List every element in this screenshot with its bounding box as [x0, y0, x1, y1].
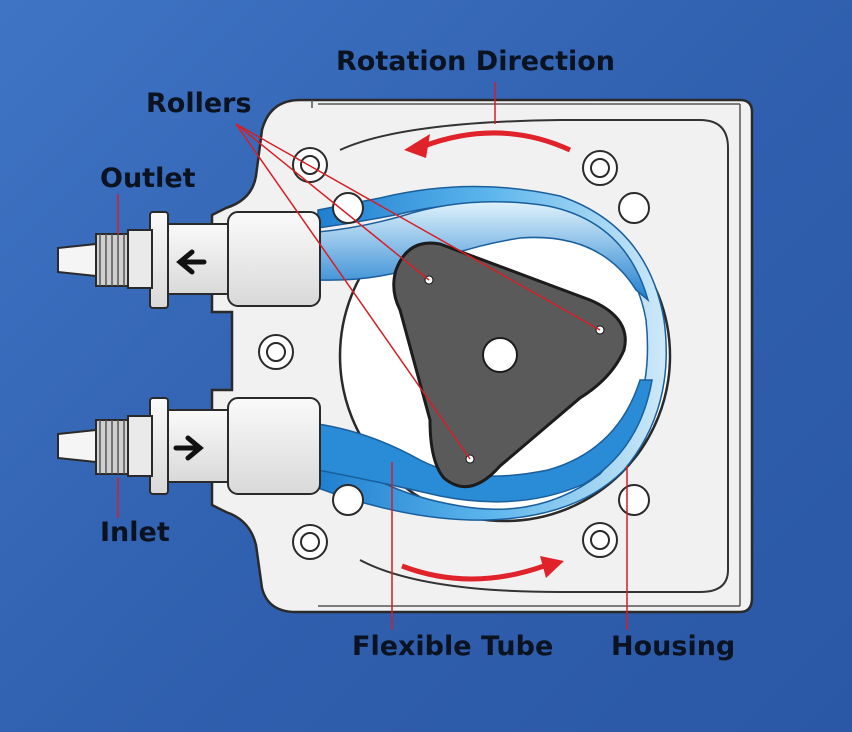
rotation-direction-label: Rotation Direction [336, 46, 616, 77]
inlet-label: Inlet [100, 517, 170, 548]
screw-holes [258, 147, 650, 560]
outlet-label: Outlet [100, 163, 196, 194]
housing-rim [339, 119, 729, 593]
inlet-fitting [57, 397, 321, 495]
outlet-arrow-icon [176, 249, 207, 275]
rotation-arrowhead-bottom [540, 556, 564, 578]
flexible-tube-bottom [317, 379, 653, 503]
housing-label: Housing [611, 631, 736, 662]
rollers-label: Rollers [146, 88, 252, 119]
rotation-arrow-bottom [401, 563, 545, 582]
outlet-threads [99, 234, 125, 286]
outlet-fitting [57, 211, 321, 309]
rotation-arrow-top [423, 130, 572, 153]
housing-inner-frame [311, 100, 741, 607]
leader-lines [117, 82, 628, 630]
inlet-threads [99, 420, 125, 474]
rotation-arrowhead-top [404, 134, 430, 158]
rotor-hub [482, 337, 518, 373]
inlet-arrow-icon [173, 435, 204, 461]
flexible-tube-label: Flexible Tube [352, 631, 554, 662]
